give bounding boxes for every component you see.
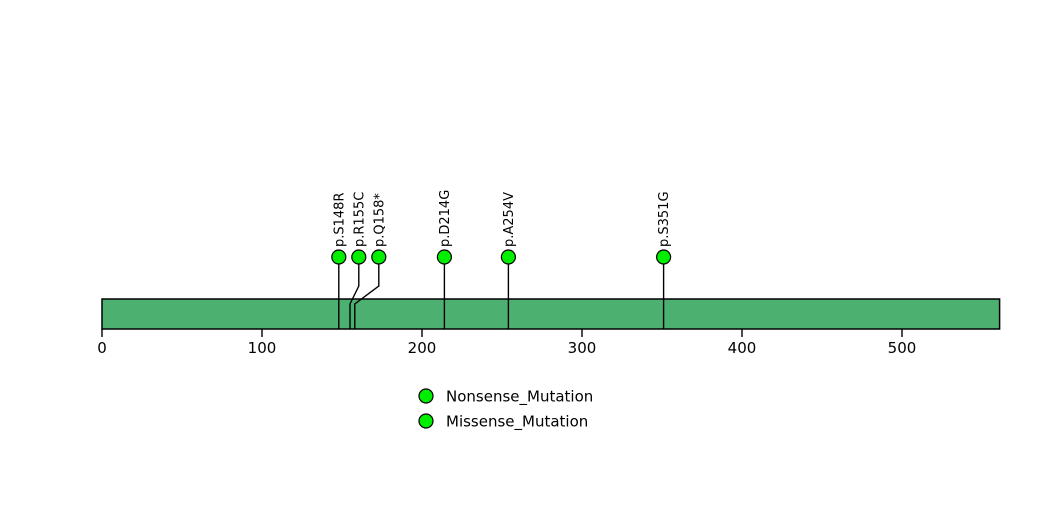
mutation-dot[interactable]: [500, 249, 516, 265]
axis-group: 0 100 200 300 400 500: [97, 329, 916, 357]
protein-bar-group: [101, 298, 1001, 330]
mutation-stem: [354, 264, 380, 329]
mutation-label: p.D214G: [438, 190, 453, 247]
legend-label: Nonsense_Mutation: [446, 388, 593, 407]
mutation-label: p.S148R: [332, 193, 347, 247]
axis-tick-label: 200: [408, 339, 437, 357]
mutation-dot[interactable]: [351, 249, 367, 265]
mutation-marker[interactable]: p.S351G: [655, 191, 673, 329]
mutation-dot[interactable]: [436, 249, 452, 265]
axis-tick-label: 300: [568, 339, 597, 357]
mutation-label: p.Q158*: [372, 193, 387, 247]
axis-tick-label: 500: [888, 339, 917, 357]
mutation-marker[interactable]: p.R155C: [349, 192, 367, 329]
mutation-marker[interactable]: p.D214G: [436, 190, 453, 329]
mutation-group: p.S148R p.R155C p.Q158* p.D214G p.A254V p.S35…: [331, 190, 673, 329]
mutation-dot[interactable]: [655, 249, 672, 265]
legend-label: Missense_Mutation: [446, 413, 588, 432]
mutation-marker[interactable]: p.S148R: [331, 193, 348, 329]
mutation-label: p.S351G: [657, 191, 672, 247]
mutation-dot[interactable]: [371, 249, 387, 265]
axis-tick-label: 100: [248, 339, 277, 357]
legend-dot: [418, 413, 434, 429]
axis-tick-label: 0: [97, 339, 107, 357]
mutation-marker[interactable]: p.Q158*: [354, 193, 388, 329]
mutation-marker[interactable]: p.A254V: [500, 192, 517, 329]
protein-bar: [101, 298, 1001, 330]
legend-dot: [418, 388, 434, 404]
mutation-stem: [349, 264, 360, 329]
mutation-label: p.A254V: [502, 192, 517, 247]
mutation-label: p.R155C: [352, 192, 367, 247]
mutation-dot[interactable]: [331, 249, 347, 265]
axis-tick-label: 400: [728, 339, 757, 357]
